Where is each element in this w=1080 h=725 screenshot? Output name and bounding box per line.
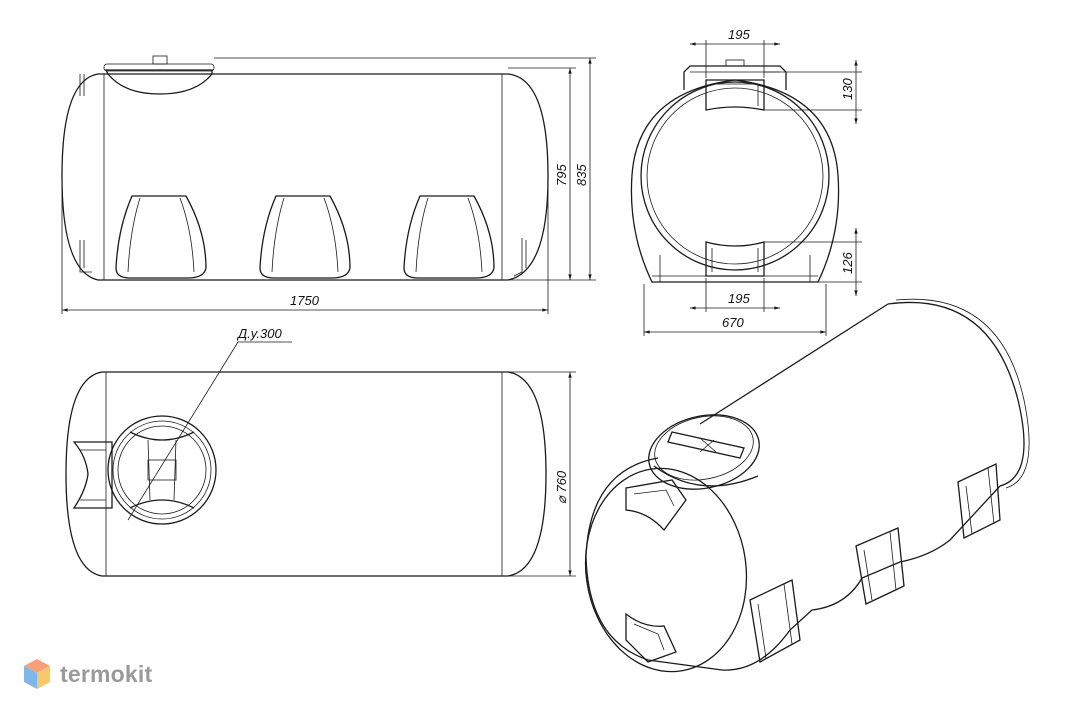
dim-835: 835 [574,164,589,186]
plan-view-dimensions: ⌀ 760 [508,371,576,577]
brand-logo: termokit [22,654,152,694]
dim-195-bottom: 195 [728,291,750,306]
dim-195-top: 195 [728,27,750,42]
side-view-dimensions: 795 835 1750 [61,57,596,314]
dim-1750: 1750 [290,293,320,308]
dim-126: 126 [840,252,855,274]
termokit-logo-icon [24,659,50,689]
front-view-dimensions: 195 130 126 195 670 [643,27,862,336]
dim-760: ⌀ 760 [554,470,569,504]
dim-795: 795 [554,164,569,186]
logo-right-face [37,666,50,689]
brand-name: termokit [60,660,153,687]
logo-left-face [24,666,37,689]
plan-view: Д.у.300 [65,326,547,577]
side-view [61,55,549,281]
hatch-label: Д.у.300 [236,326,282,341]
isometric-view [584,298,1030,673]
dim-670: 670 [722,315,744,330]
dim-130: 130 [840,78,855,100]
front-view [630,59,840,283]
